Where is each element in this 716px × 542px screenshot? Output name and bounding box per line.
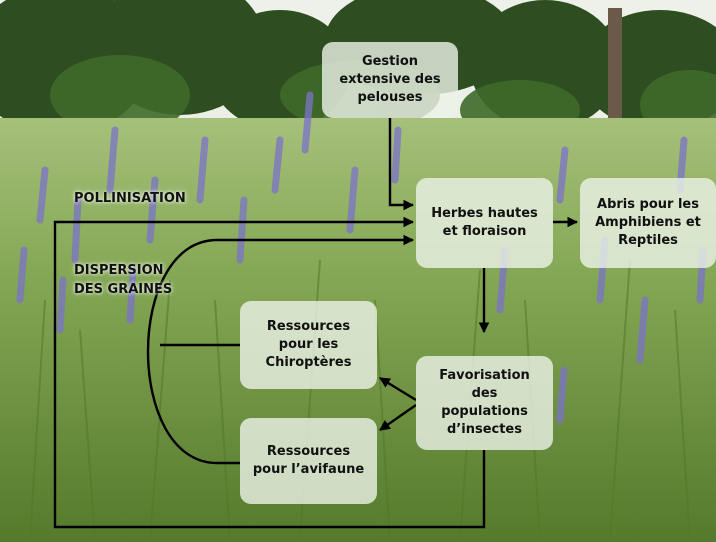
node-ressources-chiropteres: Ressources pour les Chiroptères	[240, 301, 377, 389]
node-favorisation-insectes: Favorisation des populations d’insectes	[416, 356, 553, 450]
node-herbes-hautes: Herbes hautes et floraison	[416, 178, 553, 268]
arrow-favorisation-to-avifaune	[379, 404, 417, 431]
arrow-favorisation-loop-to-herbes	[53, 216, 486, 529]
arrow-dispersion-to-herbes	[146, 234, 415, 465]
label-pollinisation: POLLINISATION	[74, 191, 186, 206]
arrow-gestion-to-herbes	[388, 118, 415, 211]
node-ressources-avifaune: Ressources pour l’avifaune	[240, 418, 377, 504]
tree-trunk	[608, 8, 622, 153]
label-dispersion-graines: DISPERSION DES GRAINES	[74, 263, 173, 297]
node-abris-amphibiens: Abris pour les Amphibiens et Reptiles	[580, 178, 716, 268]
flower-spikes	[16, 91, 707, 424]
node-gestion-pelouses: Gestion extensive des pelouses	[322, 42, 458, 118]
arrow-favorisation-to-chiropteres	[379, 376, 417, 402]
